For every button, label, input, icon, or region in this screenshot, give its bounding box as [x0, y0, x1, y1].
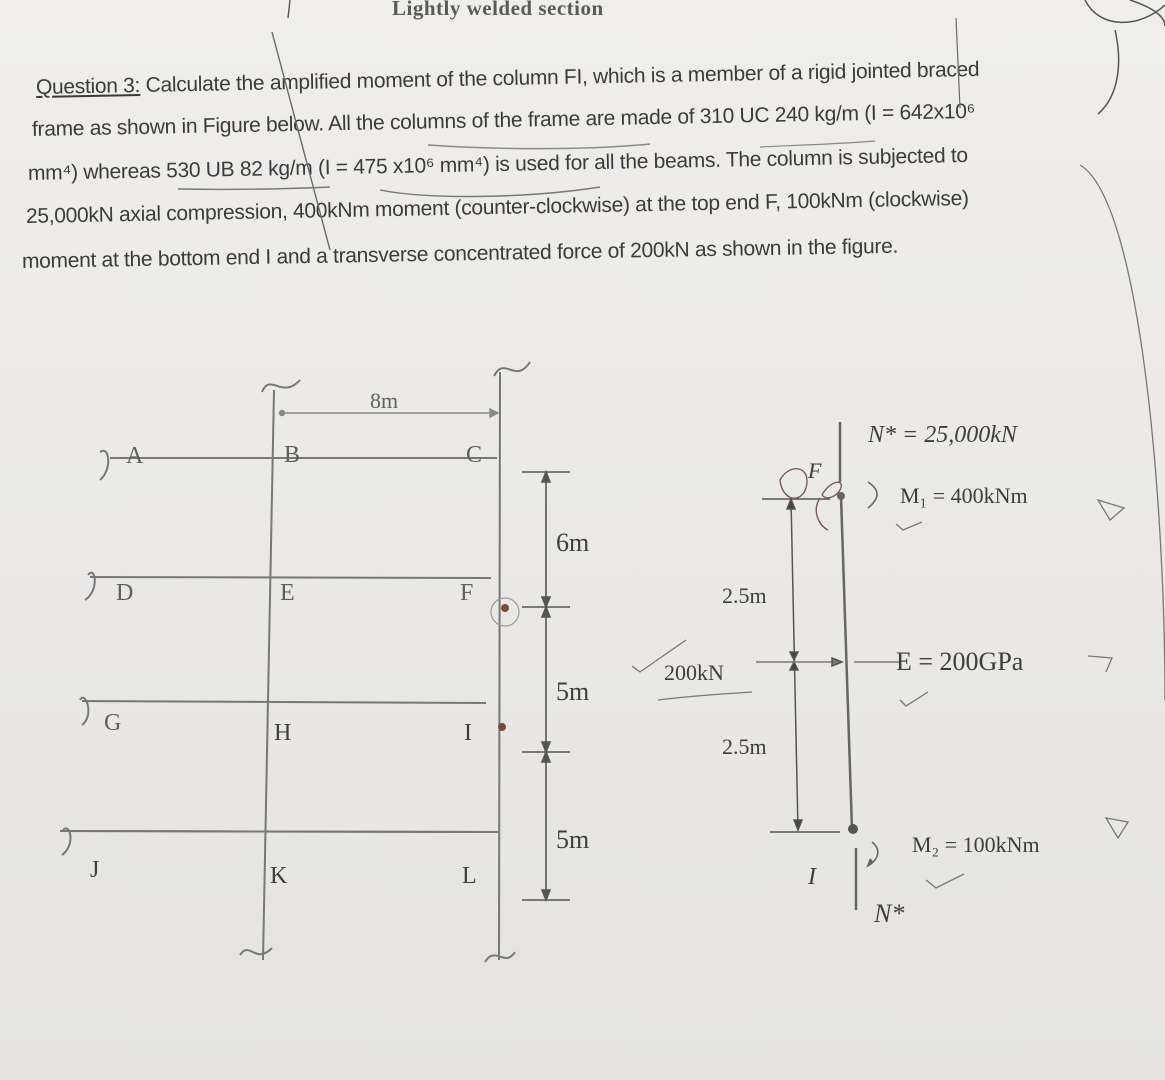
node-E: E: [280, 580, 295, 606]
lateral-load: 200kN: [664, 660, 724, 685]
node-H: H: [274, 720, 291, 746]
node-L: L: [462, 863, 477, 889]
moment-top: M₁ = 400kNm: [900, 483, 1028, 508]
node-B: B: [284, 442, 300, 468]
section-heading: Lightly welded section: [392, 0, 604, 20]
node-A: A: [126, 443, 144, 469]
axial-load-bottom: N*: [873, 899, 904, 928]
node-K: K: [270, 863, 288, 889]
beam-ghi: [81, 700, 487, 704]
story-height-2: 5m: [556, 677, 589, 706]
node-J: J: [90, 857, 99, 883]
elastic-modulus: E = 200GPa: [896, 647, 1024, 676]
moment-bottom: M₂ = 100kNm: [912, 832, 1040, 857]
node-F: F: [460, 580, 473, 606]
column-cfi: [498, 371, 501, 961]
lower-segment-length: 2.5m: [722, 734, 767, 759]
node-G: G: [104, 710, 121, 736]
beam-def: [89, 576, 492, 579]
column-fi: [839, 495, 854, 831]
span-label: 8m: [370, 388, 398, 413]
node-C: C: [466, 442, 482, 468]
node-D: D: [116, 580, 133, 606]
story-height-1: 6m: [556, 528, 589, 557]
axial-load-top: N* = 25,000kN: [867, 422, 1019, 448]
column-node-F: F: [807, 458, 822, 483]
upper-segment-length: 2.5m: [722, 583, 767, 608]
column-beh: [262, 389, 275, 961]
story-height-3: 5m: [556, 825, 589, 854]
node-I: I: [464, 720, 472, 746]
column-node-I: I: [807, 864, 817, 890]
